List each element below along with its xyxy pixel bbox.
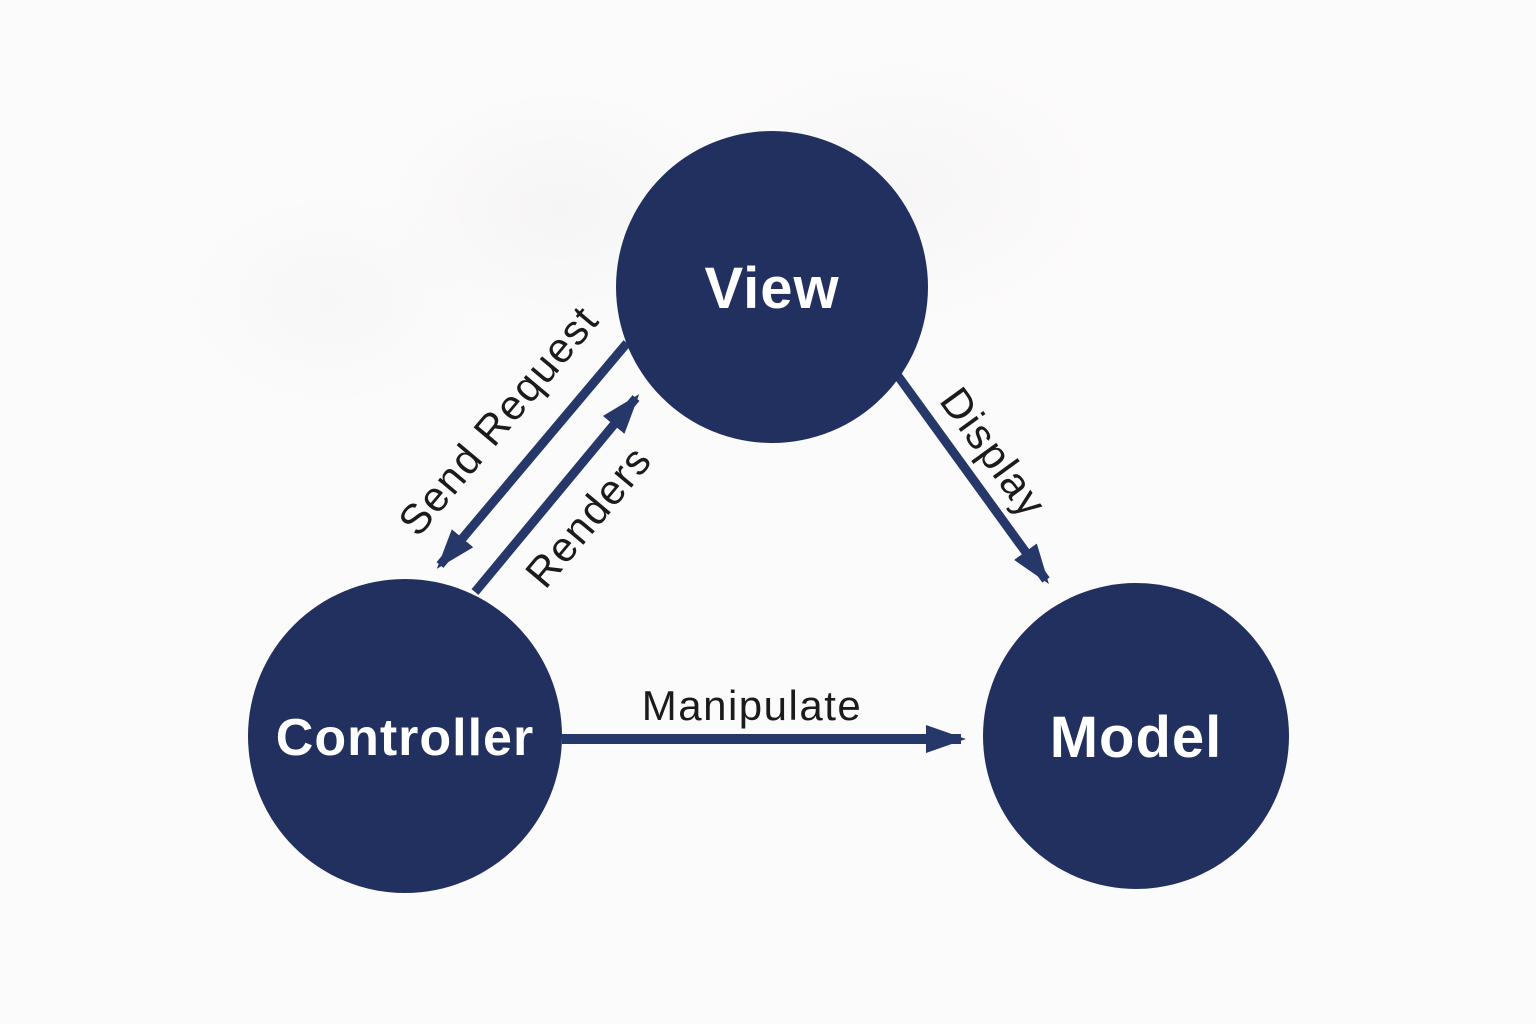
model-node bbox=[983, 583, 1289, 889]
view-node bbox=[616, 131, 928, 443]
manipulate-label: Manipulate bbox=[642, 682, 862, 729]
controller-node bbox=[248, 579, 562, 893]
renders-arrow bbox=[471, 394, 640, 595]
controller-node-label: Controller bbox=[276, 709, 534, 767]
display-arrow bbox=[894, 373, 1050, 585]
send-request-arrow bbox=[436, 340, 631, 569]
view-node-label: View bbox=[704, 256, 839, 321]
model-node-label: Model bbox=[1050, 705, 1223, 770]
